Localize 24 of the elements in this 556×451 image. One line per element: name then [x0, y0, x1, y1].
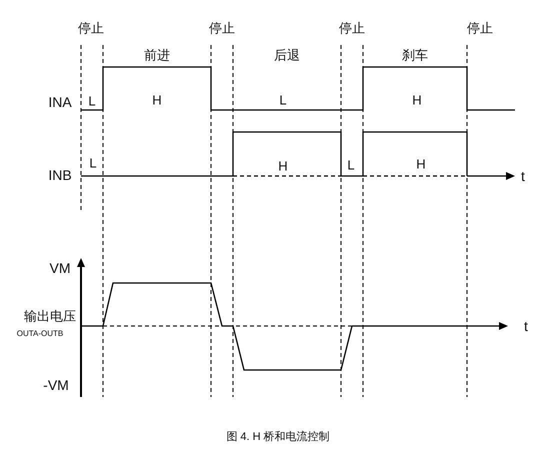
state-label: 停止 [209, 22, 235, 34]
state-label: 刹车 [402, 48, 428, 62]
state-label: 停止 [339, 22, 365, 34]
level-label: H [412, 94, 422, 106]
caption: 图 4. H 桥和电流控制 [225, 430, 331, 444]
state-label: 后退 [274, 48, 300, 62]
level-label: L [347, 158, 355, 172]
level-label: H [416, 158, 426, 170]
state-label: 停止 [467, 22, 493, 34]
axis-label: OUTA-OUTB [16, 330, 64, 338]
axis-label: t [524, 319, 528, 333]
axis-tick-label: VM [50, 261, 70, 275]
axis-label: 输出电压 [24, 310, 76, 322]
axis-label: t [521, 169, 525, 183]
signal-name: INB [48, 168, 72, 182]
state-label: 前进 [144, 48, 170, 62]
level-label: L [89, 156, 97, 170]
level-label: L [88, 94, 96, 108]
level-label: H [278, 160, 288, 172]
axis-tick-label: -VM [43, 378, 69, 392]
level-label: H [152, 94, 162, 106]
level-label: L [279, 94, 287, 106]
state-label: 停止 [78, 22, 104, 34]
signal-name: INA [48, 95, 72, 109]
